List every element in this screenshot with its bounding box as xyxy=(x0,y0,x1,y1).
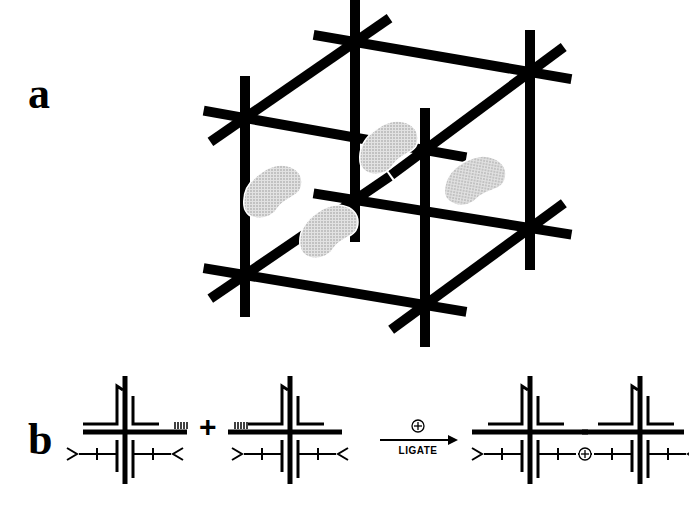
strand xyxy=(582,430,684,435)
arrowhead xyxy=(448,435,458,445)
strand xyxy=(246,422,248,429)
plus-sign: + xyxy=(199,412,217,442)
strand xyxy=(297,440,300,478)
protein-blob xyxy=(360,121,418,174)
strand xyxy=(83,430,187,435)
strand xyxy=(261,448,263,460)
strand xyxy=(488,386,528,424)
strand xyxy=(174,422,176,429)
strand xyxy=(528,376,533,484)
strand xyxy=(537,440,540,478)
strand xyxy=(152,448,154,460)
strand xyxy=(648,396,674,424)
strand xyxy=(281,440,284,472)
strand xyxy=(183,422,185,429)
sticky-end xyxy=(338,448,348,460)
strand xyxy=(667,448,669,460)
strand xyxy=(557,448,559,460)
sticky-end xyxy=(173,448,183,460)
strand xyxy=(132,440,135,478)
sticky-end xyxy=(232,448,242,460)
dna-lattice xyxy=(204,0,572,347)
strand xyxy=(647,440,650,478)
strand xyxy=(116,440,119,472)
sticky-end xyxy=(688,448,689,460)
dna-helix-bar xyxy=(210,176,389,298)
strand xyxy=(248,386,288,424)
strand xyxy=(317,448,319,460)
junction-ligation xyxy=(67,376,689,484)
strand xyxy=(501,448,503,460)
strand xyxy=(380,439,448,441)
strand xyxy=(521,440,524,472)
strand xyxy=(96,448,98,460)
strand xyxy=(298,396,324,424)
strand xyxy=(631,440,634,472)
strand xyxy=(538,396,564,424)
strand xyxy=(417,422,418,430)
strand xyxy=(186,422,188,429)
ligase-symbol xyxy=(579,448,591,460)
strand xyxy=(133,396,159,424)
dna-helix-bar xyxy=(210,18,389,142)
strand xyxy=(638,376,643,484)
strand xyxy=(598,386,638,424)
reaction-label: LIGATE xyxy=(399,446,438,456)
panel-letter: a xyxy=(28,72,50,116)
strand xyxy=(123,376,128,484)
strand xyxy=(237,422,239,429)
panel-letter: b xyxy=(28,418,52,462)
strand xyxy=(584,450,585,458)
sticky-end xyxy=(472,448,482,460)
protein-blob xyxy=(442,150,509,212)
strand xyxy=(180,422,182,429)
strand xyxy=(228,430,342,435)
strand xyxy=(288,376,293,484)
strand xyxy=(611,448,613,460)
strand xyxy=(243,422,245,429)
strand xyxy=(83,386,123,424)
strand xyxy=(240,422,242,429)
guest-proteins xyxy=(244,121,509,258)
strand xyxy=(234,422,236,429)
sticky-end xyxy=(67,448,77,460)
ligase-symbol xyxy=(412,420,424,432)
dna-helix-bar xyxy=(391,203,564,330)
protein-blob xyxy=(300,205,358,258)
strand xyxy=(177,422,179,429)
protein-blob xyxy=(244,165,302,218)
